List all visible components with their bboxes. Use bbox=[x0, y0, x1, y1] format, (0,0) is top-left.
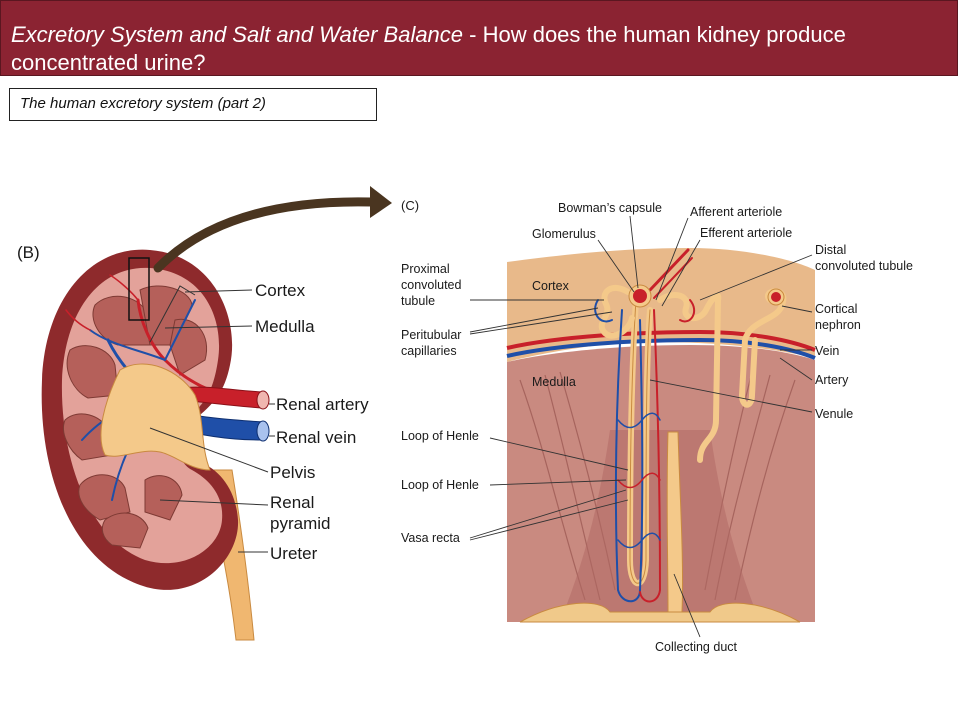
label-loop-of-henle-1: Loop of Henle bbox=[401, 429, 479, 443]
panel-c-illustration bbox=[506, 248, 816, 623]
panel-b-illustration bbox=[41, 186, 392, 641]
panel-c-tag: (C) bbox=[401, 198, 419, 213]
collecting-duct bbox=[666, 431, 684, 613]
label-peritubular-line1: Peritubular bbox=[401, 328, 461, 342]
label-ureter: Ureter bbox=[270, 544, 318, 563]
panel-b-tag: (B) bbox=[17, 243, 40, 262]
label-efferent-arteriole: Efferent arteriole bbox=[700, 226, 792, 240]
label-collecting-duct: Collecting duct bbox=[655, 640, 738, 654]
slide-title-rest: - How does the human kidney produce conc… bbox=[11, 22, 846, 75]
label-vasa-recta: Vasa recta bbox=[401, 531, 460, 545]
label-glomerulus: Glomerulus bbox=[532, 227, 596, 241]
label-renal-pyramid-line1: Renal bbox=[270, 493, 314, 512]
zoom-arrow bbox=[153, 197, 377, 273]
panel-b-leaders bbox=[149, 289, 275, 553]
label-cortex-c: Cortex bbox=[532, 279, 570, 293]
slide-subtitle: The human excretory system (part 2) bbox=[20, 95, 266, 112]
label-cortical-line2: nephron bbox=[815, 318, 861, 332]
glomerulus bbox=[633, 289, 647, 303]
slide-title-italic: Excretory System and Salt and Water Bala… bbox=[11, 22, 464, 47]
label-renal-vein: Renal vein bbox=[276, 428, 356, 447]
label-distal-line2: convoluted tubule bbox=[815, 259, 913, 273]
label-bowmans-capsule: Bowman’s capsule bbox=[558, 201, 662, 215]
label-distal-line1: Distal bbox=[815, 243, 846, 257]
label-afferent-arteriole: Afferent arteriole bbox=[690, 205, 782, 219]
label-medulla-c: Medulla bbox=[532, 375, 576, 389]
title-bar: Excretory System and Salt and Water Bala… bbox=[0, 0, 958, 76]
subtitle-box: The human excretory system (part 2) bbox=[9, 88, 377, 121]
label-cortical-line1: Cortical bbox=[815, 302, 857, 316]
panel-c-leaders bbox=[469, 215, 813, 638]
label-venule: Venule bbox=[815, 407, 853, 421]
label-renal-artery: Renal artery bbox=[276, 395, 369, 414]
label-proximal-line3: tubule bbox=[401, 294, 435, 308]
label-peritubular-line2: capillaries bbox=[401, 344, 457, 358]
label-artery-c: Artery bbox=[815, 373, 849, 387]
label-vein-c: Vein bbox=[815, 344, 839, 358]
label-loop-of-henle-2: Loop of Henle bbox=[401, 478, 479, 492]
label-renal-pyramid-line2: pyramid bbox=[270, 514, 330, 533]
label-cortex-b: Cortex bbox=[255, 281, 306, 300]
label-medulla-b: Medulla bbox=[255, 317, 315, 336]
label-proximal-line2: convoluted bbox=[401, 278, 462, 292]
label-pelvis: Pelvis bbox=[270, 463, 315, 482]
label-proximal-line1: Proximal bbox=[401, 262, 450, 276]
slide-title: Excretory System and Salt and Water Bala… bbox=[11, 21, 941, 77]
renal-pelvis bbox=[100, 363, 211, 471]
